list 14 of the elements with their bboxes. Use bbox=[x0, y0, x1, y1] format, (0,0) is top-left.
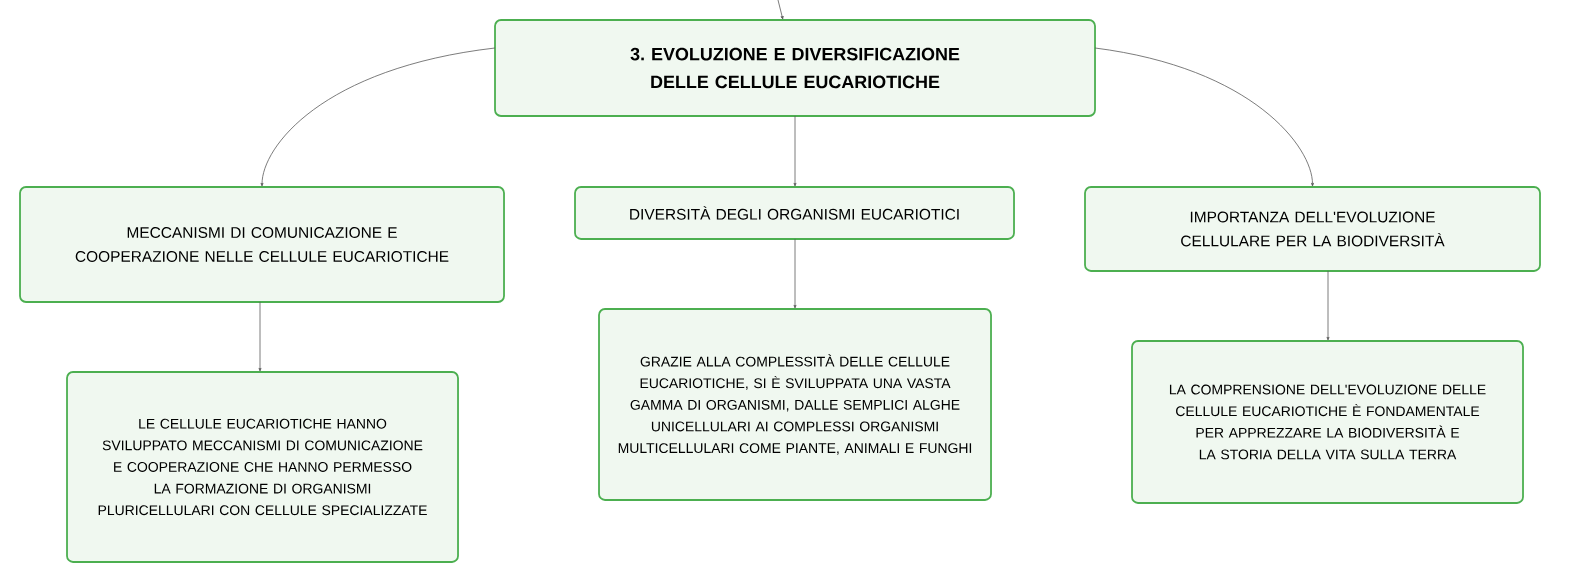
connector-arrow bbox=[1326, 270, 1330, 341]
connector-arrow bbox=[260, 47, 496, 187]
connector-arrow bbox=[793, 115, 797, 187]
topic-box: IMPORTANZA DELL'EVOLUZIONE CELLULARE PER LA BIODIVERSITÀ bbox=[1084, 186, 1541, 272]
description-box: LA COMPRENSIONE DELL'EVOLUZIONE DELLE CELLULE EUCARIOTICHE È FONDAMENTALE PER APPREZZARE LA BIODIVERSITÀ E LA STORIA DELLA VITA SULLA TERRA bbox=[1131, 340, 1524, 504]
description-box: LE CELLULE EUCARIOTICHE HANNO SVILUPPATO MECCANISMI DI COMUNICAZIONE E COOPERAZIONE CHE HANNO PERMESSO LA FORMAZIONE DI ORGANISMI PLURICELLULARI CON CELLULE SPECIALIZZATE bbox=[66, 371, 459, 563]
connector-arrow bbox=[793, 238, 797, 309]
description-box: GRAZIE ALLA COMPLESSITÀ DELLE CELLULE EUCARIOTICHE, SI È SVILUPPATA UNA VASTA GAMMA DI ORGANISMI, DALLE SEMPLICI ALGHE UNICELLULARI AI COMPLESSI ORGANISMI MULTICELLULARI COME PIANTE, ANIMALI E FUNGHI bbox=[598, 308, 992, 501]
topic-box: DIVERSITÀ DEGLI ORGANISMI EUCARIOTICI bbox=[574, 186, 1015, 240]
connector-arrow bbox=[777, 0, 784, 20]
connector-arrow bbox=[1094, 47, 1314, 187]
topic-box: MECCANISMI DI COMUNICAZIONE E COOPERAZIONE NELLE CELLULE EUCARIOTICHE bbox=[19, 186, 505, 303]
connector-arrow bbox=[258, 301, 262, 372]
title-box: 3. EVOLUZIONE E DIVERSIFICAZIONE DELLE CELLULE EUCARIOTICHE bbox=[494, 19, 1096, 117]
